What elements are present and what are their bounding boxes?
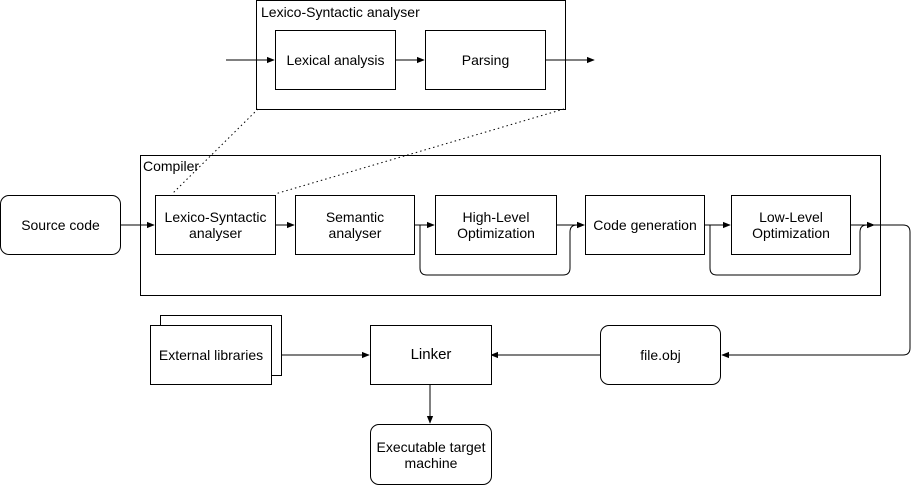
lexsyn-detail-frame <box>256 0 566 110</box>
lexical-analysis-box[interactable]: Lexical analysis <box>275 30 396 90</box>
file-obj-box[interactable]: file.obj <box>600 325 721 385</box>
lexsyn-detail-title: Lexico-Syntactic analyser <box>261 4 420 20</box>
semantic-analyser-box[interactable]: Semantic analyser <box>295 195 415 255</box>
high-level-optimization-box[interactable]: High-Level Optimization <box>435 195 557 255</box>
executable-target-box[interactable]: Executable target machine <box>370 424 492 485</box>
parsing-box[interactable]: Parsing <box>425 30 546 90</box>
source-code-box[interactable]: Source code <box>0 195 121 255</box>
lexsyn-analyser-box[interactable]: Lexico-Syntactic analyser <box>155 195 276 255</box>
external-libraries-box[interactable]: External libraries <box>150 325 272 385</box>
compiler-frame <box>140 155 881 296</box>
low-level-optimization-box[interactable]: Low-Level Optimization <box>731 195 851 255</box>
code-generation-box[interactable]: Code generation <box>585 195 705 255</box>
linker-box[interactable]: Linker <box>370 325 492 385</box>
compiler-title: Compiler <box>143 158 200 174</box>
